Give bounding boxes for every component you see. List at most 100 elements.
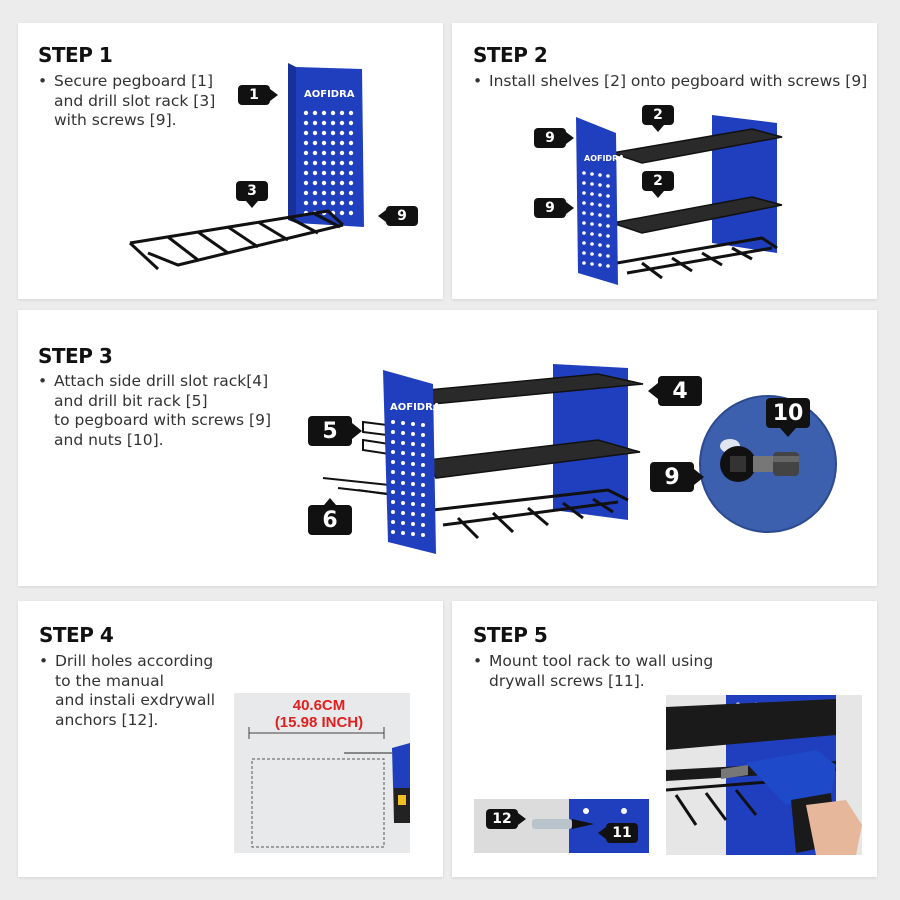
pegboard-hole [330, 120, 336, 126]
pegboard-hole [606, 244, 610, 248]
step3-description: Attach side drill slot rack[4] and drill… [38, 372, 271, 450]
wall-drilling-photo: 40.6CM (15.98 INCH) [234, 693, 410, 853]
pegboard-hole [401, 481, 405, 485]
pegboard-hole [321, 160, 327, 166]
pegboard-hole [321, 200, 327, 206]
pegboard-hole [401, 511, 405, 515]
brand-label: AOFIDRA [390, 402, 441, 413]
pegboard-hole [303, 110, 309, 116]
step5-line: Mount tool rack to wall using [489, 652, 714, 670]
pegboard-hole [348, 200, 354, 206]
pegboard-hole [421, 443, 425, 447]
measurement-label: 40.6CM (15.98 INCH) [264, 697, 374, 731]
pegboard-hole [348, 180, 354, 186]
pegboard-hole [348, 160, 354, 166]
pegboard-hole [303, 150, 309, 156]
pegboard-hole [391, 480, 395, 484]
callout-11: 11 [606, 823, 638, 843]
pegboard-hole [421, 503, 425, 507]
pegboard-hole [303, 170, 309, 176]
callout-12: 12 [486, 809, 518, 829]
pegboard-hole [303, 140, 309, 146]
pegboard-hole [411, 512, 415, 516]
pegboard-hole [330, 150, 336, 156]
step4-card: STEP 4 Drill holes according to the manu… [18, 601, 443, 877]
pegboard-hole [401, 441, 405, 445]
pegboard-hole [303, 200, 309, 206]
step5-card: STEP 5 Mount tool rack to wall using dry… [452, 601, 877, 877]
step3-line: to pegboard with screws [9] [54, 411, 271, 429]
step1-card: STEP 1 Secure pegboard [1] and drill slo… [18, 23, 443, 299]
pegboard-hole [401, 491, 405, 495]
pegboard-hole [339, 160, 345, 166]
pegboard-hole [582, 241, 586, 245]
pegboard-hole [303, 180, 309, 186]
step4-title: STEP 4 [39, 623, 114, 647]
pegboard-hole [391, 530, 395, 534]
pegboard-hole [606, 224, 610, 228]
pegboard-hole [582, 251, 586, 255]
pegboard-hole [339, 110, 345, 116]
pegboard-hole [598, 173, 602, 177]
pegboard-hole [582, 221, 586, 225]
step1-title: STEP 1 [38, 43, 113, 67]
step2-line: Install shelves [2] onto pegboard with s… [489, 72, 868, 90]
pegboard-hole [339, 180, 345, 186]
pegboard-hole [321, 180, 327, 186]
pegboard-hole [312, 190, 318, 196]
shelf-assembly-illustration: AOFIDRA [576, 115, 783, 285]
pegboard-hole [421, 493, 425, 497]
pegboard-hole [590, 202, 594, 206]
pegboard-hole [598, 263, 602, 267]
step5-description: Mount tool rack to wall using drywall sc… [473, 652, 713, 691]
pegboard-hole [590, 192, 594, 196]
pegboard-hole [411, 442, 415, 446]
pegboard-hole [598, 183, 602, 187]
pegboard-hole [330, 110, 336, 116]
pegboard-hole [348, 190, 354, 196]
pegboard-hole [330, 160, 336, 166]
pegboard-hole [348, 170, 354, 176]
pegboard-hole [590, 212, 594, 216]
step4-line: anchors [12]. [55, 710, 159, 729]
pegboard-hole [590, 232, 594, 236]
pegboard-hole [411, 532, 415, 536]
pegboard-hole [391, 520, 395, 524]
callout-2-top: 2 [642, 105, 674, 125]
pegboard-hole [391, 450, 395, 454]
pegboard-hole [391, 440, 395, 444]
pegboard-hole [421, 463, 425, 467]
pegboard-hole [330, 140, 336, 146]
pegboard-hole [348, 210, 354, 216]
step5-line: drywall screws [11]. [489, 671, 645, 690]
step3-card: STEP 3 Attach side drill slot rack[4] an… [18, 310, 877, 586]
pegboard-hole [421, 473, 425, 477]
pegboard-hole [421, 523, 425, 527]
pegboard-hole [421, 453, 425, 457]
pegboard-hole [330, 200, 336, 206]
pegboard-hole [339, 130, 345, 136]
pegboard-hole [401, 461, 405, 465]
pegboard-hole [348, 120, 354, 126]
measure-inch: (15.98 INCH) [274, 714, 364, 731]
pegboard-hole [582, 211, 586, 215]
pegboard-hole [339, 150, 345, 156]
pegboard-hole [391, 420, 395, 424]
callout-9-middle: 9 [534, 198, 566, 218]
callout-9: 9 [386, 206, 418, 226]
pegboard-hole [312, 200, 318, 206]
step4-line: to the manual [55, 671, 164, 690]
pegboard-hole [606, 214, 610, 218]
pegboard-hole [582, 201, 586, 205]
pegboard-hole [348, 140, 354, 146]
pegboard-hole [582, 231, 586, 235]
pegboard-hole [606, 204, 610, 208]
callout-1: 1 [238, 85, 270, 105]
pegboard-hole [590, 252, 594, 256]
pegboard-hole [339, 140, 345, 146]
pegboard-hole [348, 110, 354, 116]
pegboard-hole [339, 170, 345, 176]
step1-line: Secure pegboard [1] [54, 72, 214, 90]
pegboard-hole [348, 130, 354, 136]
pegboard-hole [582, 191, 586, 195]
